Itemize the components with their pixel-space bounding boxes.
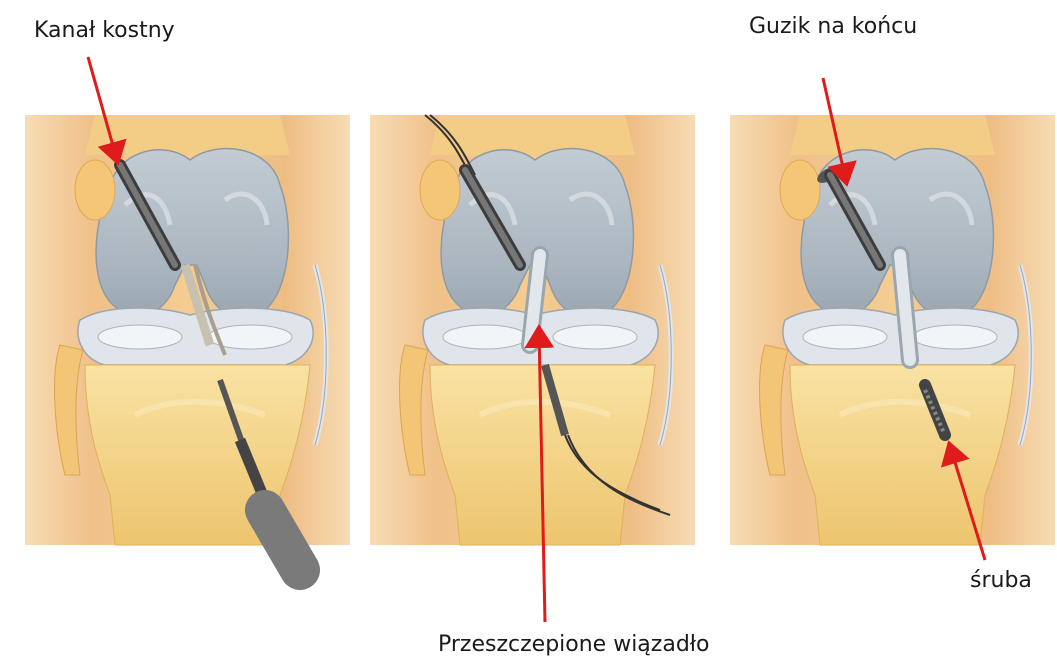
label-button-end: Guzik na końcu — [749, 14, 917, 39]
knee-panel-drilling — [25, 115, 350, 570]
label-bone-tunnel: Kanał kostny — [34, 18, 175, 43]
label-grafted-ligament: Przeszczepione wiązadło — [438, 632, 710, 657]
label-screw: śruba — [970, 568, 1032, 593]
knee-panel-graft — [370, 115, 695, 545]
knee-panel-fixation — [730, 115, 1055, 545]
